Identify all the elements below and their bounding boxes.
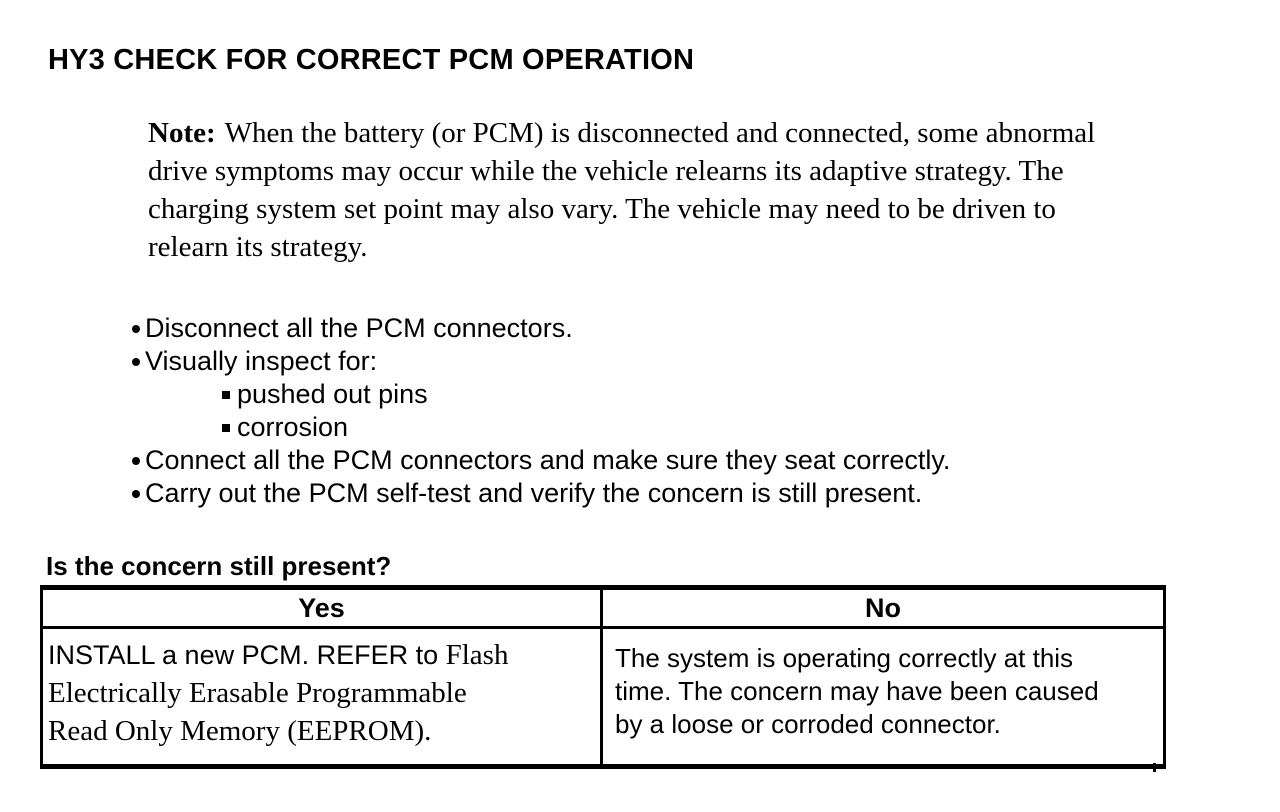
step-item: Disconnect all the PCM connectors. xyxy=(132,312,1182,345)
decision-table-body-row: INSTALL a new PCM. REFER to Flash Electr… xyxy=(40,626,1166,768)
step-sub-item: corrosion xyxy=(222,411,1182,444)
page-title: HY3 CHECK FOR CORRECT PCM OPERATION xyxy=(48,44,695,76)
yes-action-reference: Flash Electrically Erasable Programmable… xyxy=(48,639,509,747)
question-heading: Is the concern still present? xyxy=(46,551,392,581)
note-text: When the battery (or PCM) is disconnecte… xyxy=(148,117,1096,263)
bullet-dot-icon xyxy=(132,489,140,498)
step-item: Carry out the PCM self-test and verify t… xyxy=(132,477,1182,510)
no-action-cell: The system is operating correctly at thi… xyxy=(600,626,1166,768)
step-label: Disconnect all the PCM connectors. xyxy=(145,313,573,343)
step-label: Connect all the PCM connectors and make … xyxy=(145,445,951,475)
step-item: Connect all the PCM connectors and make … xyxy=(132,444,1182,477)
step-label: corrosion xyxy=(237,412,349,442)
decision-table: Yes No INSTALL a new PCM. REFER to Flash… xyxy=(40,585,1166,769)
note-label: Note: xyxy=(148,117,216,149)
yes-action-cell: INSTALL a new PCM. REFER to Flash Electr… xyxy=(40,626,603,768)
step-label: Visually inspect for: xyxy=(145,346,378,376)
bullet-square-icon xyxy=(222,390,230,399)
yes-action-text: INSTALL a new PCM. REFER to xyxy=(48,640,446,670)
step-item: Visually inspect for: xyxy=(132,345,1182,378)
bullet-dot-icon xyxy=(132,324,140,333)
step-label: Carry out the PCM self-test and verify t… xyxy=(145,478,923,508)
note-paragraph: Note:When the battery (or PCM) is discon… xyxy=(148,114,1253,266)
bullet-square-icon xyxy=(222,423,230,432)
no-column-header: No xyxy=(600,586,1166,629)
step-label: pushed out pins xyxy=(237,379,428,409)
table-right-border-tick xyxy=(1153,763,1156,772)
bullet-dot-icon xyxy=(132,357,140,366)
bullet-dot-icon xyxy=(132,456,140,465)
no-action-text: The system is operating correctly at thi… xyxy=(615,643,1099,739)
step-list: Disconnect all the PCM connectors. Visua… xyxy=(132,312,1182,510)
yes-column-header: Yes xyxy=(40,586,603,629)
step-sub-item: pushed out pins xyxy=(222,378,1182,411)
decision-table-header-row: Yes No xyxy=(40,586,1166,629)
